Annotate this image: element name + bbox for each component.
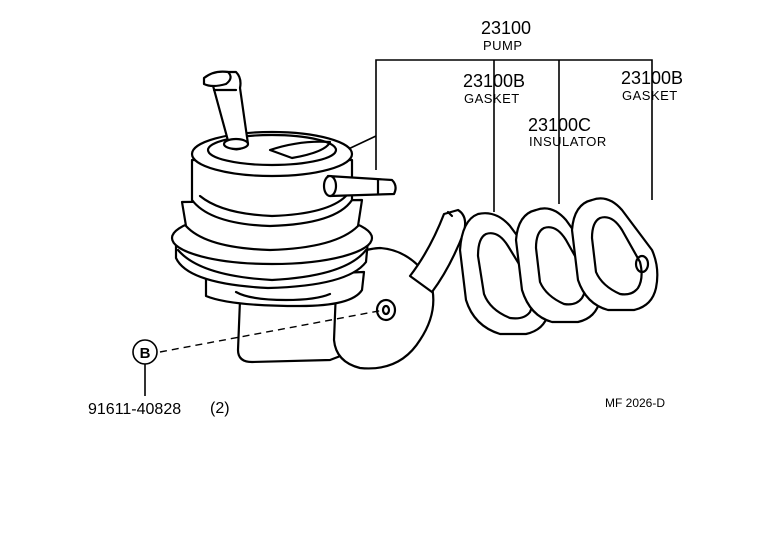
bolt-part-number: 91611-40828	[88, 401, 181, 418]
callout-letter: B	[140, 345, 151, 362]
pump-part-name: PUMP	[483, 38, 523, 53]
gasket-a-part-name: GASKET	[464, 91, 520, 106]
insulator-part-number: 23100C	[528, 115, 591, 135]
pump-part-number: 23100	[481, 18, 531, 38]
bolt-quantity: (2)	[210, 400, 230, 417]
gasket-b-part-number: 23100B	[621, 68, 683, 88]
gasket-far-part	[570, 197, 659, 312]
figure-code: MF 2026-D	[605, 396, 665, 410]
gasket-a-part-number: 23100B	[463, 71, 525, 91]
callout-b: B	[132, 309, 385, 396]
fuel-pump-body	[170, 70, 467, 370]
insulator-part-name: INSULATOR	[529, 134, 607, 149]
gasket-b-part-name: GASKET	[622, 88, 678, 103]
